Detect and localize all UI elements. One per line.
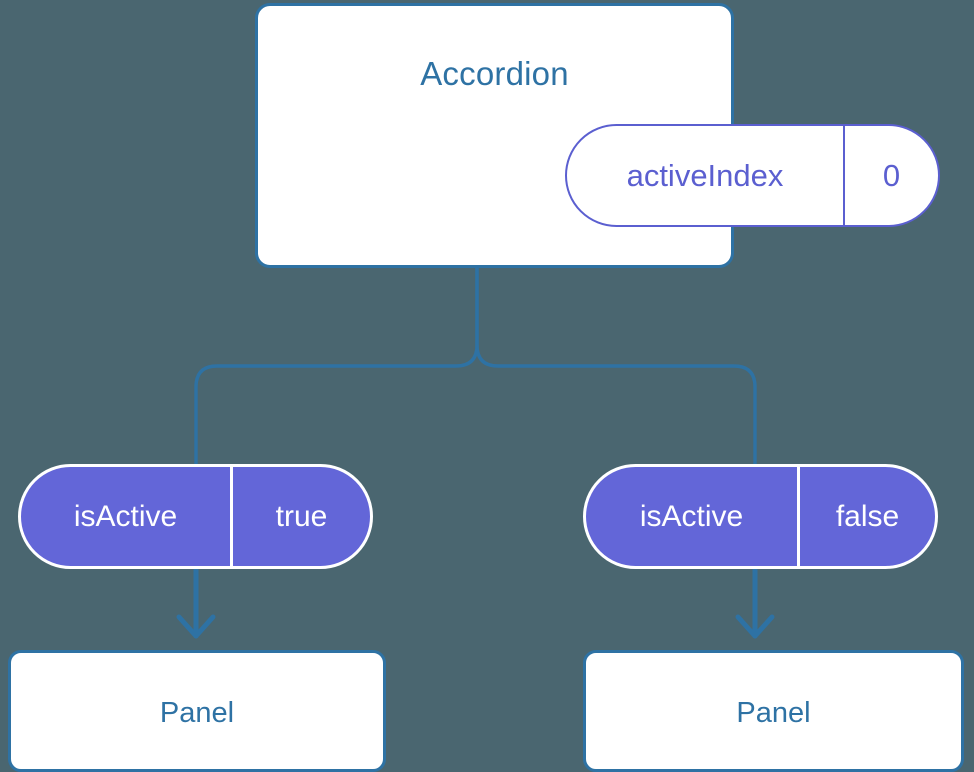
- state-pill-value: 0: [882, 157, 901, 193]
- state-pill-key: activeIndex: [567, 126, 845, 225]
- component-card-panel-left[interactable]: Panel: [8, 650, 386, 772]
- component-card-accordion[interactable]: Accordion activeIndex 0: [255, 3, 940, 268]
- component-title-panel: Panel: [736, 697, 811, 729]
- arrow-down-icon-left: [176, 567, 216, 639]
- props-pill-value: true: [275, 499, 328, 533]
- props-pill-is-active-true[interactable]: isActive true: [18, 464, 373, 569]
- component-title-accordion: Accordion: [420, 55, 569, 92]
- state-pill-active-index[interactable]: activeIndex 0: [565, 124, 940, 227]
- component-card-panel-right[interactable]: Panel: [583, 650, 964, 772]
- props-pill-key: isActive: [21, 467, 233, 566]
- props-pill-key: isActive: [586, 467, 800, 566]
- props-pill-value: false: [835, 499, 900, 533]
- arrow-down-icon-right: [735, 567, 775, 639]
- component-title-panel: Panel: [159, 697, 235, 729]
- props-pill-is-active-false[interactable]: isActive false: [583, 464, 938, 569]
